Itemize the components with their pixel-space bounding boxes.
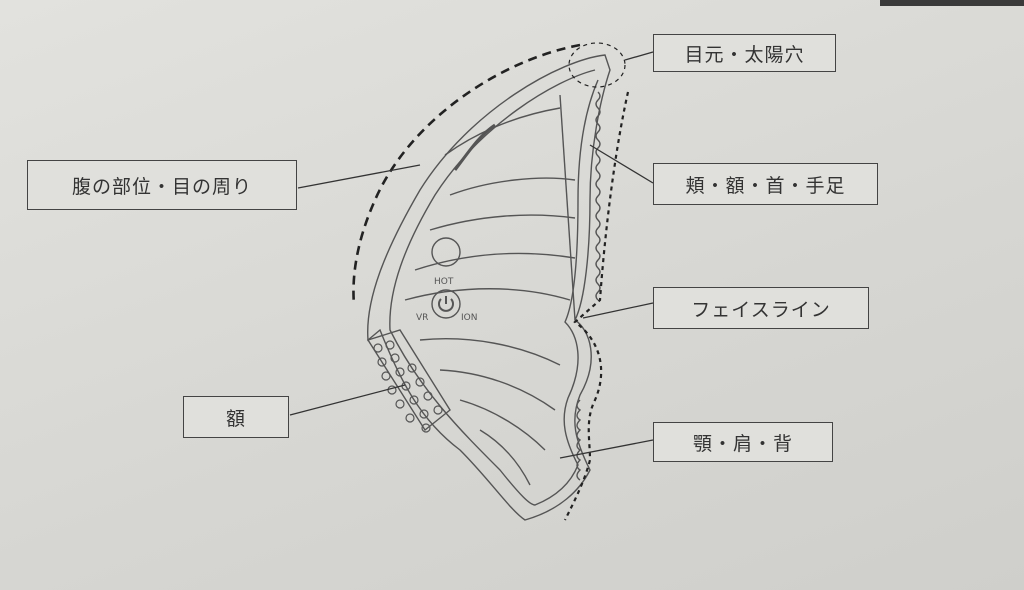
roller-dots (373, 340, 443, 433)
device-outline (367, 54, 611, 521)
ion-label: ION (461, 313, 478, 323)
wavy-edge (595, 91, 601, 301)
power-button (431, 289, 461, 319)
roller-area (366, 329, 451, 432)
label-cheek-forehead-neck-limbs: 頬・額・首・手足 (653, 163, 878, 205)
mode-button (431, 237, 461, 267)
label-chin-shoulder-back: 顎・肩・背 (653, 422, 833, 462)
hot-label: HOT (434, 277, 454, 287)
vr-label: VR (416, 313, 429, 323)
label-eye-temple: 目元・太陽穴 (653, 34, 836, 72)
device-inner-outline (389, 69, 599, 506)
label-belly-eye-area: 腹の部位・目の周り (27, 160, 297, 210)
edge-shadow (880, 0, 1024, 6)
label-forehead: 額 (183, 396, 289, 438)
eye-temple-circle (568, 42, 626, 88)
dashed-guide-left (352, 43, 581, 306)
dashed-guide-right (564, 91, 630, 521)
label-face-line: フェイスライン (653, 287, 869, 329)
